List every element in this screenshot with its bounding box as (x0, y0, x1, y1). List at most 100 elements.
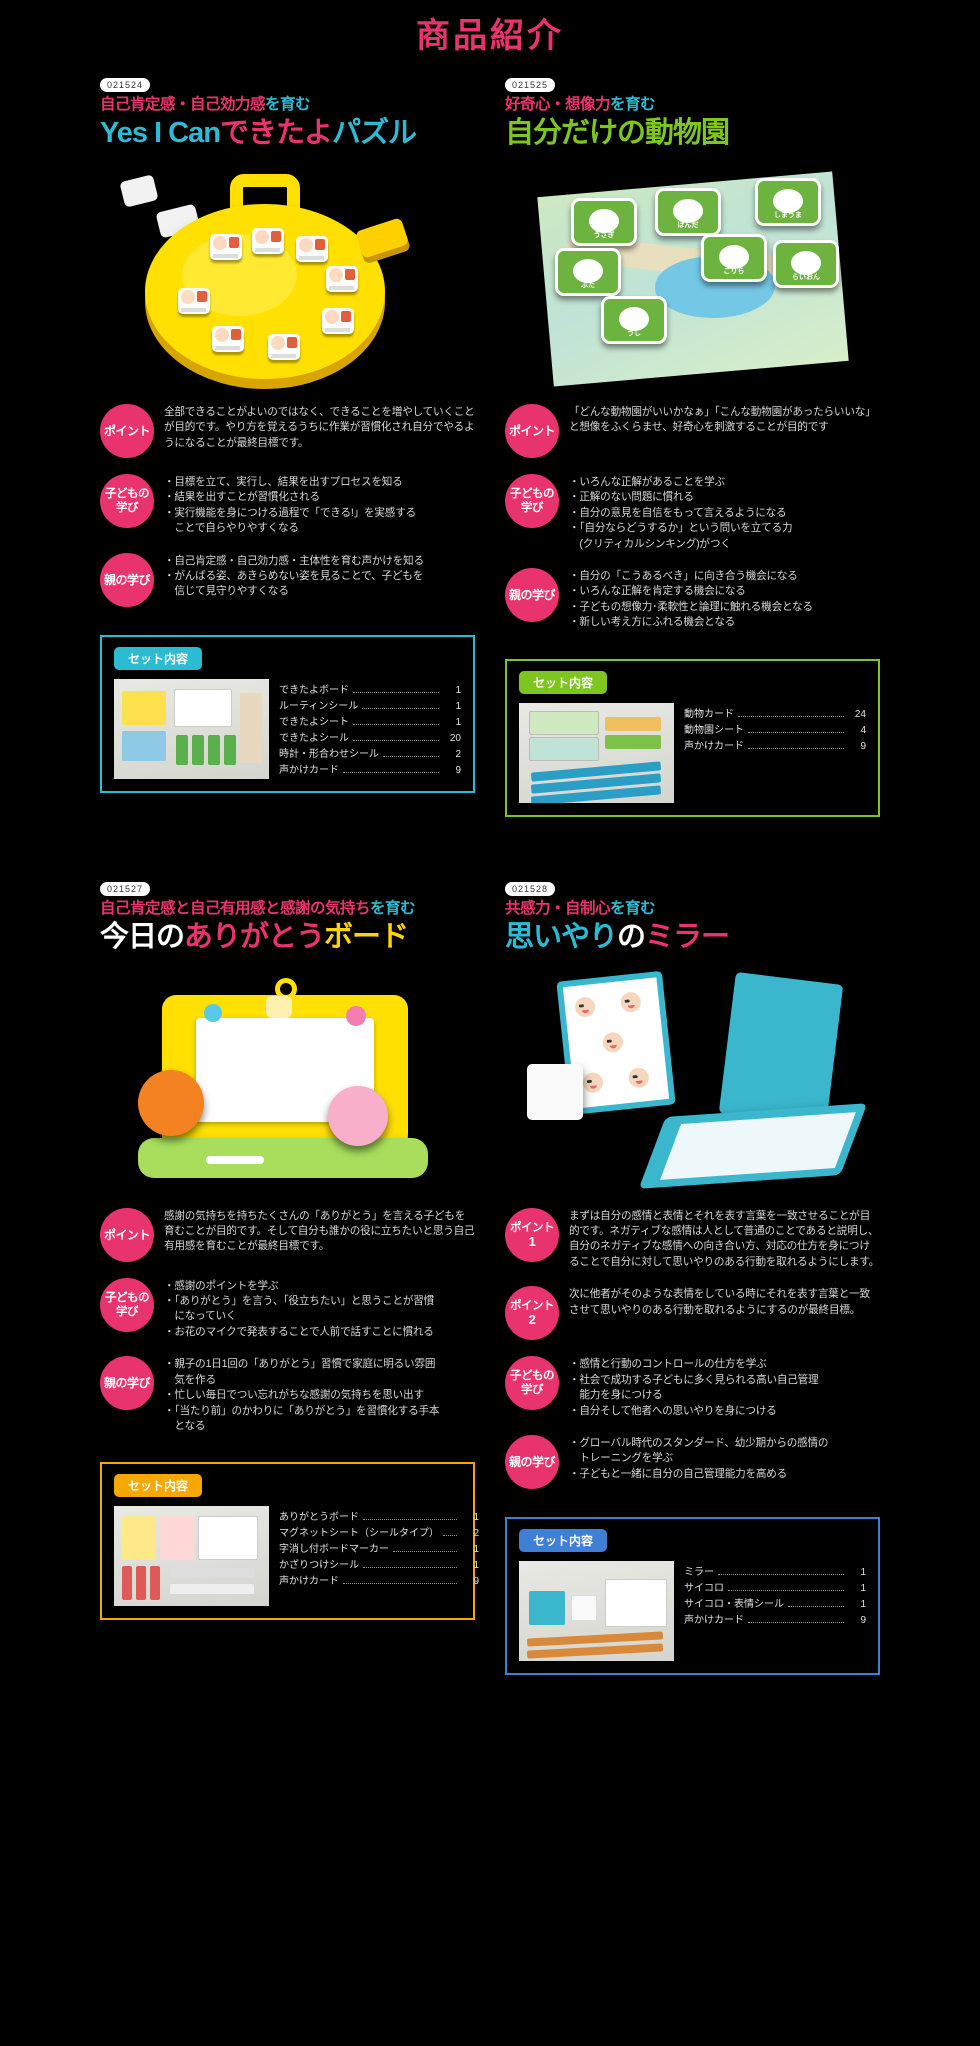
section-point: ポイント 全部できることがよいのではなく、できることを増やしていくことが目的です… (100, 402, 475, 458)
section-text: ・感情と行動のコントロールの仕方を学ぶ・社会で成功する子どもに多く見られる高い自… (569, 1358, 819, 1417)
set-contents-photo (114, 1506, 269, 1607)
photo-item (605, 716, 661, 731)
leader-dots (748, 747, 844, 749)
leader-dots (748, 731, 844, 733)
set-contents-photo (519, 1560, 674, 1661)
subtitle-part-b: を育む (610, 899, 656, 917)
item-name: 声かけカード (279, 764, 339, 776)
photo-item (605, 734, 661, 749)
puzzle-chip (252, 228, 284, 254)
badge-line-2: 学び (521, 1384, 544, 1397)
subtitle-part-b: を育む (265, 96, 311, 113)
product-code-badge: 021524 (100, 78, 151, 92)
subtitle-part-a: 自己肯定感・自己効力感 (100, 96, 266, 113)
product-subtitle: 自己肯定感・自己効力感を育む (100, 95, 475, 115)
section-text: ・親子の1日1回の「ありがとう」習慣で家庭に明るい雰囲 気を作る・忙しい毎日でつ… (164, 1358, 440, 1432)
photo-item (571, 1594, 597, 1621)
item-name: できたよシート (279, 716, 349, 728)
product-photo-puzzle (100, 156, 475, 396)
product-title-part-3: ミラー (645, 920, 730, 953)
puzzle-loose-piece (119, 174, 159, 208)
section-text: 感謝の気持ちを持ちたくさんの「ありがとう」を言える子どもを育むことが目的です。そ… (164, 1209, 475, 1253)
puzzle-chip (326, 266, 358, 292)
photo-item (174, 688, 232, 727)
item-qty: 1 (455, 700, 461, 712)
puzzle-chip (322, 308, 354, 334)
product-title-part-2: ありがとう (184, 920, 325, 953)
board-marker-pen (206, 1155, 264, 1164)
zoo-animal-card: らいおん (773, 240, 839, 288)
item-qty: 24 (854, 708, 866, 720)
board-decor-sticker (266, 995, 292, 1018)
puzzle-chip (212, 326, 244, 352)
badge-line-1: 子どもの (510, 488, 555, 500)
section-child-learning: 子どもの学び ・感謝のポイントを学ぶ・「ありがとう」を言う、「役立ちたい」と思う… (100, 1276, 475, 1341)
badge-line-1: 子どもの (105, 488, 150, 500)
badge-line-2: 学び (116, 502, 139, 514)
product-card-021524: 021524 自己肯定感・自己効力感を育む Yes I Canできたよパズル (100, 75, 475, 825)
photo-item (529, 1590, 565, 1625)
subtitle-part-a: 自己肯定感と自己有用感と感謝の気持ち (100, 899, 371, 917)
puzzle-chip (178, 288, 210, 314)
item-qty: 1 (860, 1582, 866, 1594)
set-contents-item: マグネットシート（シールタイプ）2 (279, 1526, 479, 1542)
photo-item (605, 1578, 667, 1627)
emotion-dice (527, 1063, 583, 1120)
section-point: ポイント 感謝の気持ちを持ちたくさんの「ありがとう」を言える子どもを育むことが目… (100, 1206, 475, 1262)
item-qty: 1 (473, 1512, 479, 1524)
item-qty: 9 (455, 764, 461, 776)
product-card-021525: 021525 好奇心・想像力を育む 自分だけの動物園 うさぎ ぱんだ しまうま … (505, 75, 880, 825)
set-contents-item: ルーティンシール 1 (279, 699, 461, 715)
item-name: かざりつけシール (279, 1560, 360, 1572)
product-code-badge: 021525 (505, 78, 556, 92)
item-name: 声かけカード (279, 1576, 339, 1588)
section-text: まずは自分の感情と表情とそれを表す言葉を一致させることが目的です。ネガティブな感… (569, 1209, 880, 1268)
photo-item (529, 710, 599, 735)
photo-item (122, 1516, 156, 1561)
zoo-animal-card: ぶた (555, 248, 621, 296)
item-name: 時計・形合わせシール (279, 748, 379, 760)
leader-dots (738, 715, 844, 717)
item-qty: 1 (473, 1544, 479, 1556)
item-qty: 1 (473, 1560, 479, 1572)
set-contents-item: 字消し付ボードマーカー 1 (279, 1542, 479, 1558)
flower-microphone-pink (328, 1085, 388, 1146)
product-photo-board (100, 960, 475, 1200)
leader-dots (363, 1567, 457, 1569)
item-name: 字消し付ボードマーカー (279, 1544, 389, 1556)
product-photo-mirror (505, 960, 880, 1200)
item-name: 動物カード (684, 708, 734, 720)
puzzle-chip (210, 234, 242, 260)
mirror-back-panel (718, 971, 844, 1126)
product-title-part-2: の (617, 920, 646, 953)
item-qty: 9 (860, 1614, 866, 1626)
item-name: 動物園シート (684, 724, 744, 736)
item-name: ミラー (684, 1566, 714, 1578)
item-qty: 1 (455, 716, 461, 728)
photo-item (122, 730, 166, 761)
item-qty: 2 (473, 1528, 479, 1540)
badge-number: 2 (528, 1312, 536, 1328)
item-qty: 9 (473, 1576, 479, 1588)
photo-item (240, 692, 262, 763)
leader-dots (353, 691, 439, 693)
leader-dots (353, 739, 439, 741)
set-contents-tag: セット内容 (519, 1528, 608, 1552)
product-title-part-3: ボード (324, 920, 409, 953)
product-title-part-1: 思いやり (505, 920, 618, 953)
section-child-learning: 子どもの学び ・感情と行動のコントロールの仕方を学ぶ・社会で成功する子どもに多く… (505, 1354, 880, 1419)
item-name: ルーティンシール (279, 700, 359, 712)
leader-dots (362, 707, 439, 709)
product-title: 思いやりのミラー (505, 920, 880, 954)
badge-point: ポイント (100, 1207, 154, 1262)
product-title-part-1: 今日の (100, 920, 185, 953)
